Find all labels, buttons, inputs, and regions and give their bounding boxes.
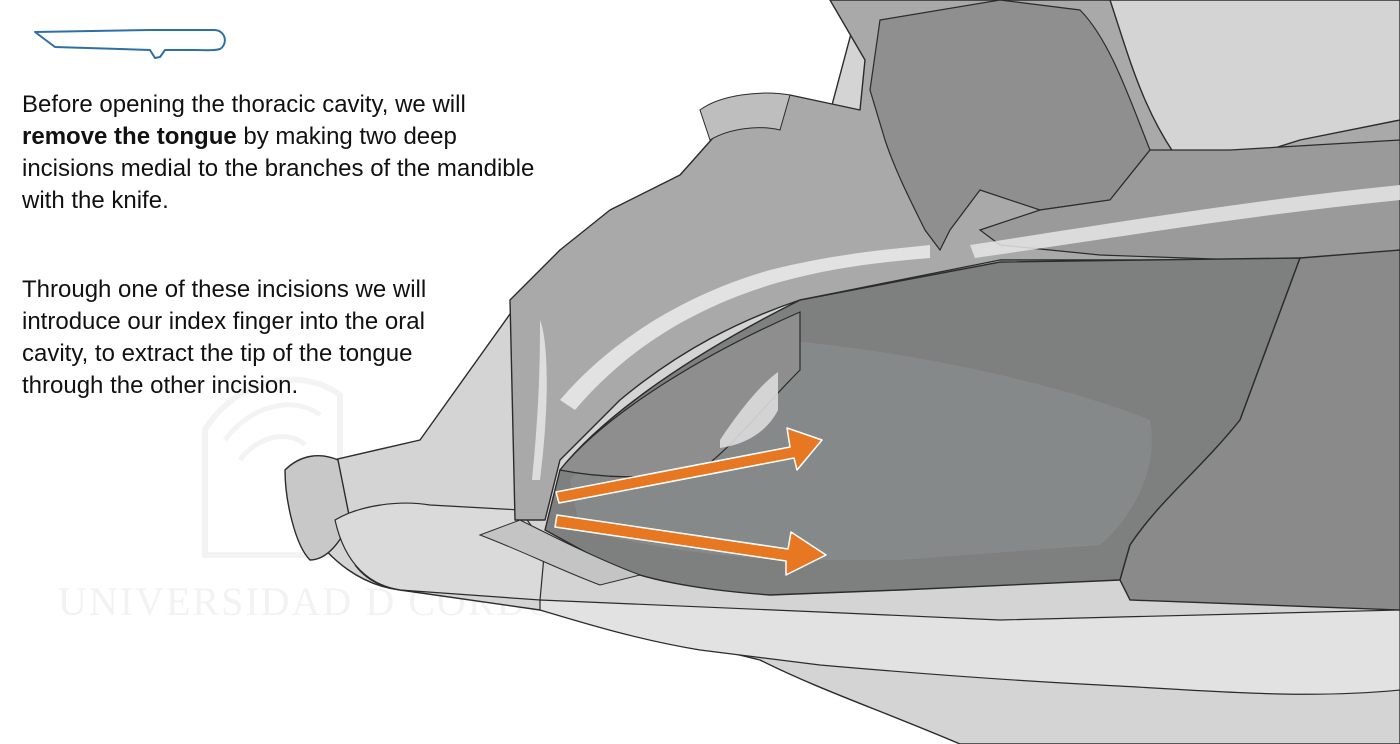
para1-intro: Before opening the thoracic cavity, we w… [22,91,466,118]
instruction-paragraph-1: Before opening the thoracic cavity, we w… [22,89,542,217]
instruction-paragraph-2: Through one of these incisions we will i… [22,276,427,399]
incision-arrows [554,427,827,576]
para1-rest: by making two deep incisions medial to t… [22,123,535,214]
upper-incision-arrow [555,427,823,504]
para1-emphasis: remove the tongue [22,123,237,150]
knife-icon [34,29,226,59]
oral-cavity [478,249,1400,611]
lower-incision-arrow [554,514,827,576]
